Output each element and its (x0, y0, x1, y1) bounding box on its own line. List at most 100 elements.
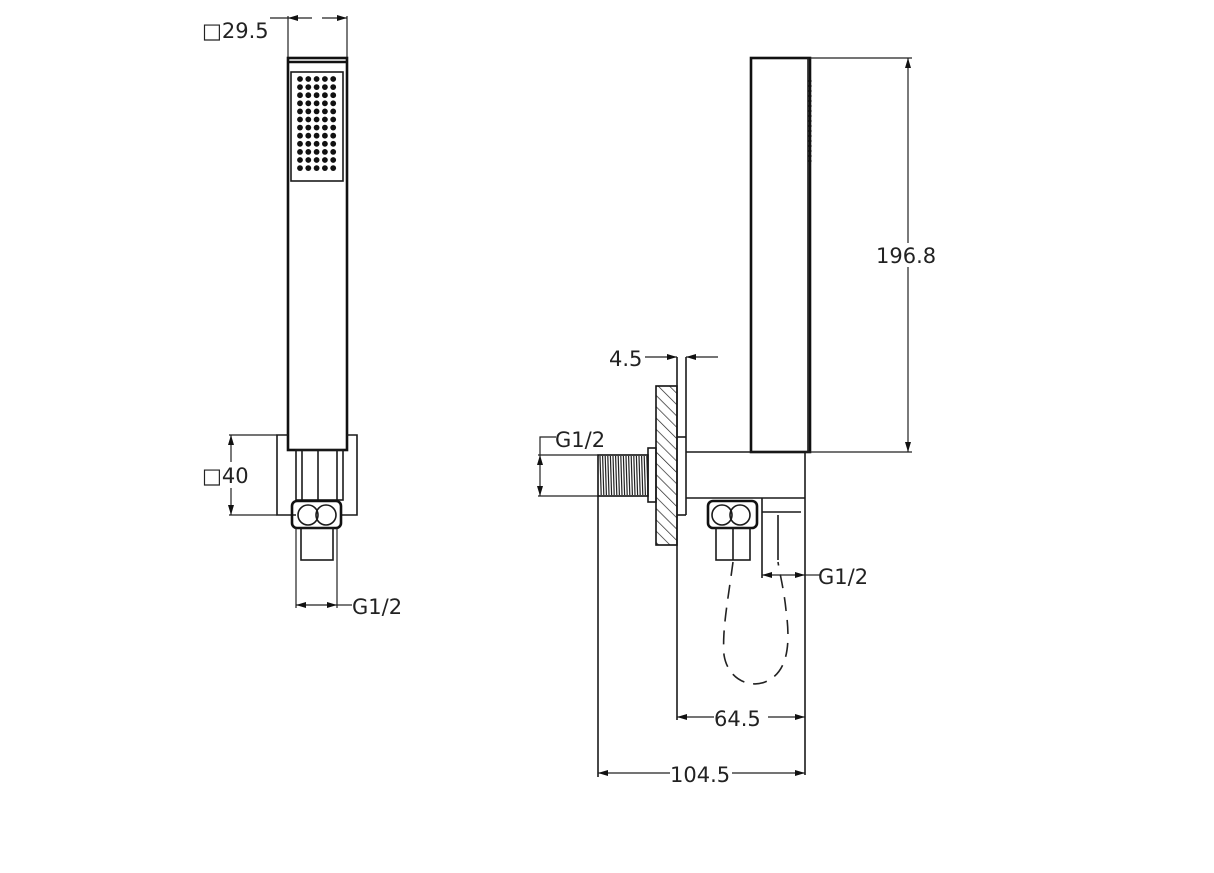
thread-line (604, 455, 607, 496)
thread-line (628, 455, 631, 496)
thread-line (612, 455, 615, 496)
thread-line (609, 455, 613, 496)
thread-line (602, 455, 605, 496)
bracket-size-dimension: □40 (202, 434, 277, 516)
nozzle-dot (330, 165, 337, 172)
thread-line (635, 455, 639, 496)
side-view: 196.8 4.5 G1/2 (537, 56, 938, 787)
nozzle-dot (313, 108, 320, 115)
thread-line (625, 455, 628, 496)
left-thread-label: G1/2 (352, 595, 402, 619)
front-view: □29.5 □40 (202, 15, 402, 619)
thread-line (641, 455, 644, 496)
total-depth-dimension: 104.5 (597, 496, 805, 787)
thread-line (643, 455, 646, 496)
left-thread-dimension: G1/2 (295, 528, 402, 619)
total-depth-label: 104.5 (670, 763, 730, 787)
thread-line (638, 455, 641, 496)
nozzle-dot (322, 100, 328, 107)
nozzle-dot (297, 76, 303, 82)
nozzle-dot (297, 165, 303, 172)
nozzle-dot (322, 76, 328, 82)
nozzle-dot (313, 124, 320, 131)
nozzle-dot (297, 116, 303, 123)
nozzle-dot (330, 76, 337, 82)
wall-bracket-front (276, 434, 358, 561)
nozzle-dot (322, 116, 328, 123)
shower-handle-side (749, 56, 812, 454)
wall-plate (655, 357, 687, 720)
nozzle-dot (297, 132, 303, 139)
nozzle-dot (330, 100, 337, 107)
nozzle-dot (305, 132, 312, 139)
nozzle-dot (297, 100, 303, 107)
nozzle-dot (305, 116, 312, 123)
nozzle-dot (322, 140, 328, 147)
nozzle-dot (313, 149, 320, 155)
thread-line (599, 455, 602, 496)
nozzle-dot (305, 165, 312, 172)
nozzle-dot (322, 124, 328, 131)
nozzle-dot (322, 149, 328, 155)
nozzle-dot (297, 140, 303, 147)
nozzle-dot (297, 149, 303, 155)
nozzle-dot (330, 149, 337, 155)
bracket-size-label: □40 (202, 464, 249, 488)
nozzle-dot (305, 124, 312, 131)
nozzle-dot (313, 140, 320, 147)
thread-line (620, 455, 623, 496)
nozzle-dot (313, 132, 320, 139)
nozzle-dot (297, 157, 303, 163)
nozzle-dot (322, 132, 328, 139)
spray-nozzles (297, 76, 337, 172)
nozzle-dot (330, 116, 337, 123)
thread-line (615, 455, 618, 496)
nozzle-dot (313, 157, 320, 163)
thread-lines (599, 455, 649, 496)
shower-handle-front (286, 56, 349, 452)
bracket-depth-label: 64.5 (714, 707, 761, 731)
plate-thickness-dimension: 4.5 (609, 347, 718, 371)
nozzle-dot (330, 84, 337, 90)
nozzle-dot (313, 100, 320, 107)
nozzle-dot (313, 116, 320, 123)
nozzle-dot (330, 92, 337, 99)
hose-outline (722, 561, 789, 685)
head-width-label: □29.5 (202, 19, 269, 43)
nozzle-dot (305, 140, 312, 147)
height-label: 196.8 (876, 244, 936, 268)
nozzle-dot (305, 76, 312, 82)
nozzle-dot (322, 157, 328, 163)
nozzle-dot (297, 108, 303, 115)
nozzle-dot (322, 92, 328, 99)
thread-line (607, 455, 610, 496)
bracket-depth-dimension: 64.5 (677, 707, 805, 731)
nozzle-dot (313, 76, 320, 82)
nozzle-dot (322, 84, 328, 90)
nozzle-dot (322, 108, 328, 115)
nozzle-dot (322, 165, 328, 172)
nozzle-dot (305, 157, 312, 163)
nozzle-dot (297, 84, 303, 90)
nozzle-dot (313, 92, 320, 99)
nozzle-dot (305, 92, 312, 99)
plate-thickness-label: 4.5 (609, 347, 642, 371)
thread-line (617, 455, 620, 496)
thread-line (633, 455, 636, 496)
nozzle-dot (305, 149, 312, 155)
thread-line (622, 455, 626, 496)
holder-arm (686, 451, 806, 775)
inlet-thread-dimension: G1/2 (537, 428, 605, 497)
nozzle-dot (330, 108, 337, 115)
nozzle-dot (313, 165, 320, 172)
nozzle-dot (330, 140, 337, 147)
height-dimension: 196.8 (805, 57, 938, 453)
head-width-dimension: □29.5 (202, 15, 348, 58)
nozzle-dot (305, 108, 312, 115)
nozzle-dot (297, 92, 303, 99)
inlet-thread-pipe (597, 447, 657, 503)
outlet-thread-label: G1/2 (818, 565, 868, 589)
nozzle-dot (305, 100, 312, 107)
